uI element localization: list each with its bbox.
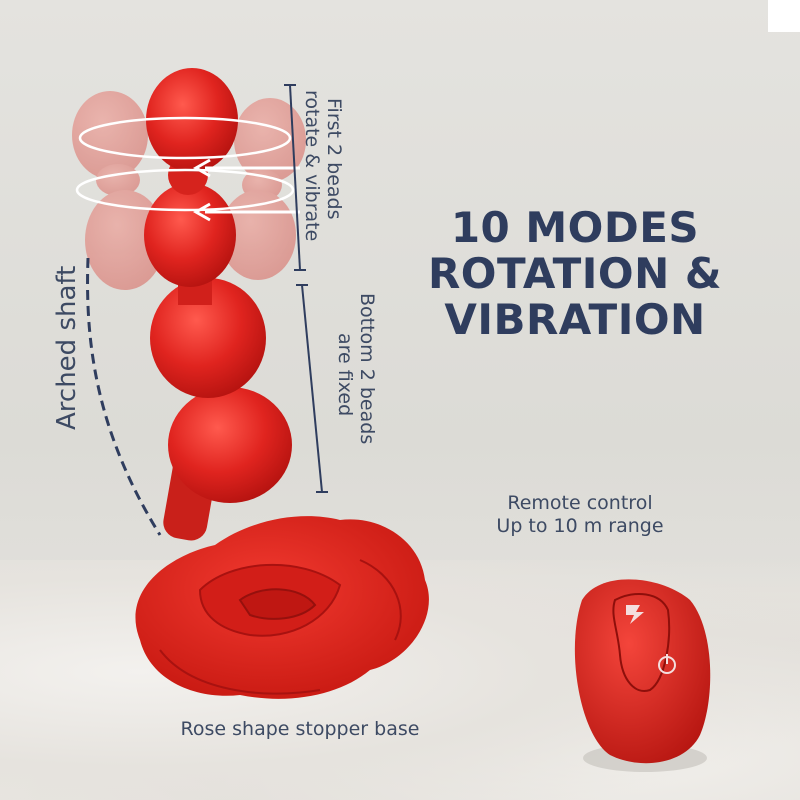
top-beads-bracket bbox=[284, 84, 306, 271]
rose-base-label: Rose shape stopper base bbox=[180, 718, 420, 740]
bottom-beads-label-line-1: Bottom 2 beads bbox=[356, 293, 378, 445]
top-beads-label-line-2: rotate & vibrate bbox=[301, 90, 323, 242]
bottom-beads-label-line-2: are fixed bbox=[334, 333, 356, 417]
remote-control bbox=[574, 579, 711, 772]
headline: 10 MODES ROTATION & VIBRATION bbox=[400, 205, 750, 343]
rose-base bbox=[135, 516, 429, 699]
headline-line-1: 10 MODES bbox=[450, 203, 700, 252]
remote-caption: Remote control Up to 10 m range bbox=[460, 492, 700, 538]
headline-line-2: ROTATION & bbox=[427, 249, 723, 298]
remote-caption-line-1: Remote control bbox=[507, 492, 653, 514]
headline-line-3: VIBRATION bbox=[444, 295, 706, 344]
power-icon bbox=[658, 654, 676, 674]
remote-caption-line-2: Up to 10 m range bbox=[496, 515, 664, 537]
bottom-beads-bracket bbox=[296, 284, 328, 493]
top-beads-label-line-1: First 2 beads bbox=[323, 98, 345, 220]
corner-patch bbox=[768, 0, 800, 32]
mode-icon bbox=[626, 605, 644, 624]
arched-shaft-dashed-line bbox=[86, 257, 162, 536]
arched-shaft-label: Arched shaft bbox=[52, 265, 82, 430]
rotation-rings bbox=[75, 116, 300, 222]
